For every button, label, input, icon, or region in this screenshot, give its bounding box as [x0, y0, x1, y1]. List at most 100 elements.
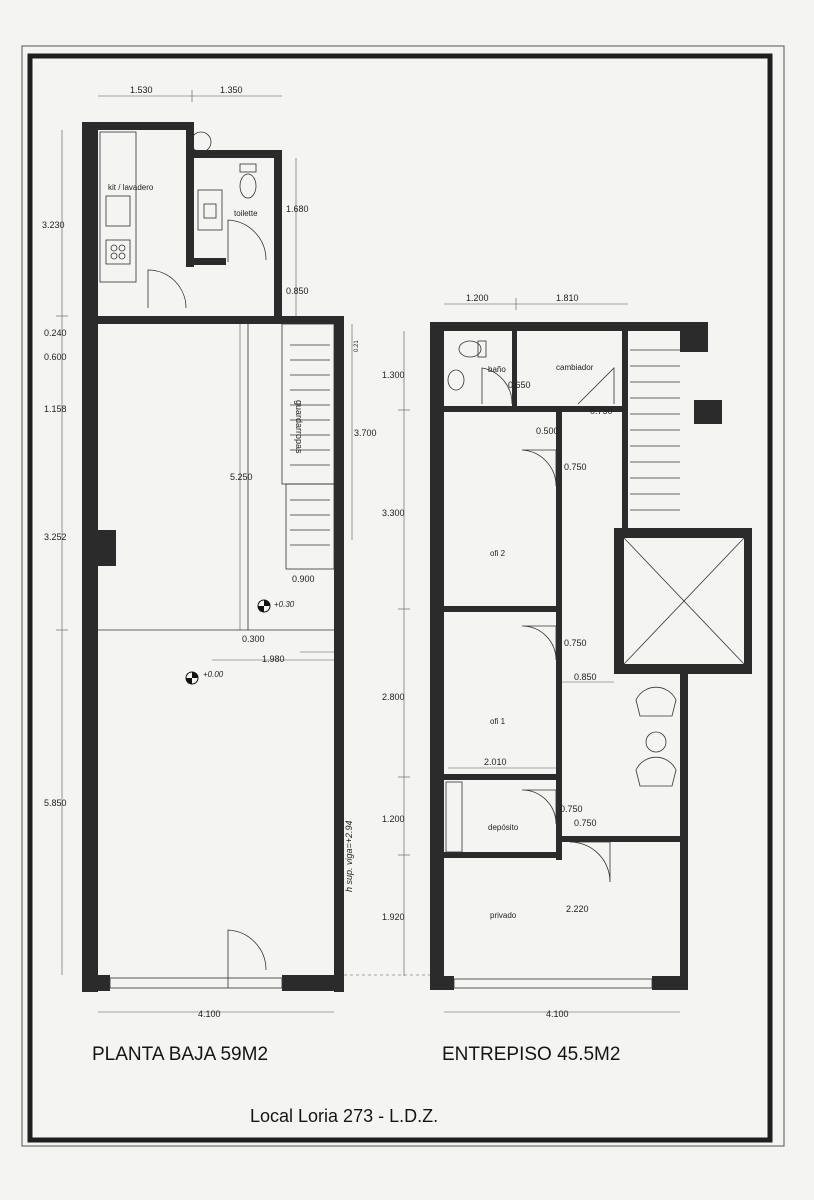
mz-wall-bottom-l [430, 976, 454, 990]
gf-wall-mid [82, 316, 342, 324]
gf-dim-stair-h: 3.700 [354, 428, 377, 438]
gf-dim-step-b: 1.980 [262, 654, 285, 664]
gf-facade-window [109, 977, 283, 989]
mz-part-stair-left [622, 331, 628, 531]
gf-dim-toilet-h: 1.680 [286, 204, 309, 214]
gf-dim-left-d: 1.158 [44, 404, 67, 414]
gf-wall-kitchen-right [186, 122, 194, 267]
entrance-door-icon [227, 929, 267, 988]
mz-storage-shelf [445, 781, 463, 853]
mezzanine-caption: ENTREPISO 45.5M2 [442, 1044, 620, 1065]
mz-dep-door-icon [521, 789, 557, 825]
mz-part-of2-bottom [444, 606, 562, 612]
mz-dim-priv-w: 2.220 [566, 904, 589, 914]
mz-part-office-right [556, 412, 562, 860]
mz-dim-bottom: 4.100 [546, 1009, 569, 1019]
gf-dim-left-a: 3.230 [42, 220, 65, 230]
gf-beam-note: h sup. viga=+2.94 [344, 820, 354, 892]
gf-wall-right [334, 316, 344, 992]
mz-wc-icon [458, 340, 482, 358]
mz-wall-void-left [614, 528, 624, 674]
wc-icon [239, 173, 257, 199]
mz-dim-left-c: 2.800 [382, 692, 405, 702]
sheet-inner-border [27, 53, 773, 1143]
mz-part-bath-bottom [444, 406, 628, 412]
mz-dim-left-a: 1.300 [382, 370, 405, 380]
mz-wall-right-lower [680, 674, 688, 990]
level-marker-base [185, 671, 199, 685]
mz-wall-right-notch [694, 400, 722, 424]
gf-dim-left-f: 5.850 [44, 798, 67, 808]
kitchen-door-icon [147, 269, 187, 309]
mz-wall-void-bottom [614, 664, 752, 674]
gf-stair-box [281, 323, 335, 485]
mz-of1-door-icon [521, 625, 557, 661]
mz-priv-door-icon [569, 841, 611, 883]
mz-dim-left-b: 3.300 [382, 508, 405, 518]
gf-wall-bottom-l [82, 975, 110, 991]
toilet-basin-icon [197, 189, 223, 231]
gf-pillar [98, 530, 116, 566]
mz-dim-top-a: 1.200 [466, 293, 489, 303]
mz-part-dep-bottom [444, 852, 562, 858]
gf-dim-left-b: 0.240 [44, 328, 67, 338]
mz-room-bath: baño [488, 365, 506, 374]
gf-room-toilet: toilette [234, 209, 258, 218]
footer-title: Local Loria 273 - L.D.Z. [250, 1106, 438, 1126]
mz-dim-left-e: 1.920 [382, 912, 405, 922]
mz-dim-left-d: 1.200 [382, 814, 405, 824]
gf-dim-left-c: 0.600 [44, 352, 67, 362]
mz-dim-bath-door: 0.650 [508, 380, 531, 390]
mz-room-storage: depósito [488, 823, 519, 832]
mz-dim-of1-w: 2.010 [484, 757, 507, 767]
gf-level-upper: +0.30 [274, 600, 295, 609]
kitchen-counter [99, 131, 137, 283]
mz-dim-top-b: 1.810 [556, 293, 579, 303]
water-heater-icon [190, 131, 212, 153]
gf-wall-left [82, 122, 98, 992]
gf-dim-stair-small: 0.21 [354, 340, 360, 352]
mz-dim-of1-door: 0.750 [564, 638, 587, 648]
gf-dim-step-a: 0.300 [242, 634, 265, 644]
mz-stair-treads [630, 349, 680, 511]
mz-room-office2: ofi 2 [490, 549, 506, 558]
mz-wall-top [430, 322, 708, 331]
gf-room-kitchen: kit / lavadero [108, 183, 154, 192]
mz-dim-of1-corr: 0.850 [574, 672, 597, 682]
mz-wall-right-upper [680, 322, 708, 352]
gf-dim-top-b: 1.350 [220, 85, 243, 95]
mz-room-private: privado [490, 911, 517, 920]
mz-basin-icon [447, 369, 465, 391]
sheet-outer-border [21, 45, 785, 1147]
gf-dim-left-e: 3.252 [44, 532, 67, 542]
mz-wall-void-top [614, 528, 750, 538]
ground-floor-caption: PLANTA BAJA 59M2 [92, 1044, 268, 1065]
mezzanine-plan [398, 298, 752, 1013]
gf-dim-toilet-gap: 0.850 [286, 286, 309, 296]
mz-part-priv-top [562, 836, 680, 842]
side-table-icon [645, 731, 667, 753]
gf-dim-bottom: 4.100 [198, 1009, 221, 1019]
gf-wall-toilet-right [274, 150, 282, 320]
mz-wall-left [430, 322, 444, 990]
mz-room-changing: cambiador [556, 363, 594, 372]
gf-dim-top-a: 1.530 [130, 85, 153, 95]
gf-room-storage: guardarropas [294, 400, 304, 454]
gf-wall-toilet-bottom [186, 258, 226, 265]
level-marker-upper [257, 599, 271, 613]
mz-dim-dep-a: 0.750 [560, 804, 583, 814]
mz-room-office1: ofi 1 [490, 717, 506, 726]
mz-dim-of2-a: 0.500 [536, 426, 559, 436]
gf-stair-treads [290, 344, 330, 546]
mz-wall-void-right [744, 528, 752, 674]
mz-part-of1-bottom [444, 774, 562, 780]
mz-changing-door-icon [577, 367, 615, 405]
mz-wall-bottom-r [652, 976, 688, 990]
gf-wall-top-kitchen [82, 122, 192, 130]
mz-void-cross-b [623, 537, 745, 665]
toilet-door-icon [227, 219, 267, 262]
kitchen-sink-icon [105, 195, 131, 227]
gf-wall-bottom-r [282, 975, 344, 991]
gf-step-box [285, 483, 335, 570]
